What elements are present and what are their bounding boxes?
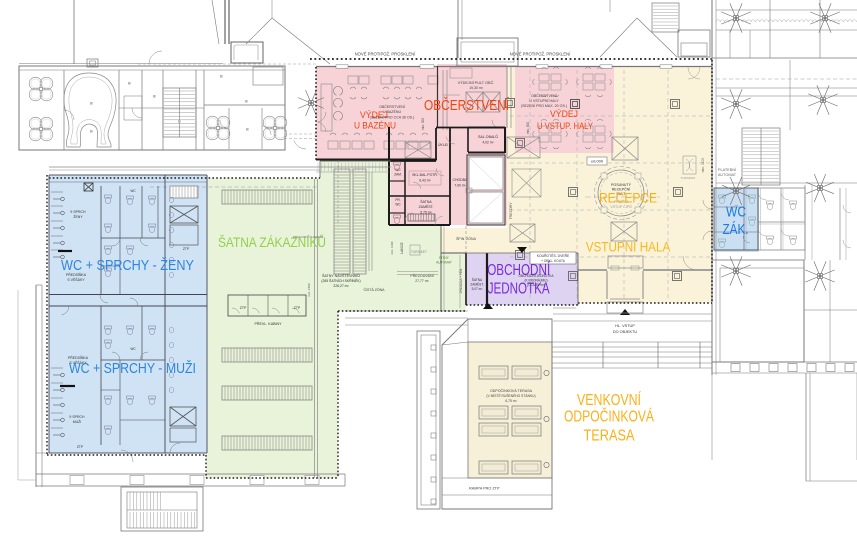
svg-text:PROVOZNÍ CHODNÍK: PROVOZNÍ CHODNÍK: [293, 235, 323, 239]
svg-text:±0,000: ±0,000: [591, 159, 604, 164]
svg-text:RAMPA PRO ZTP: RAMPA PRO ZTP: [469, 487, 500, 491]
svg-text:KOUŘOTĚS. DVEŘE: KOUŘOTĚS. DVEŘE: [537, 253, 570, 258]
svg-text:PULT: PULT: [617, 192, 627, 196]
svg-text:NOVÉ PROTIPOŽ. PROSKLENÍ: NOVÉ PROTIPOŽ. PROSKLENÍ: [510, 52, 572, 57]
svg-text:WC: WC: [395, 168, 401, 172]
svg-text:NOVÉ PROTIPOŽ. PROSKLENÍ: NOVÉ PROTIPOŽ. PROSKLENÍ: [355, 52, 417, 57]
svg-text:U BAZÉNU: U BAZÉNU: [383, 109, 402, 114]
svg-text:U BAZÉNU: U BAZÉNU: [354, 121, 396, 132]
svg-text:AUTOMAT: AUTOMAT: [718, 173, 737, 177]
svg-text:VSTUP ČIPŮ: VSTUP ČIPŮ: [610, 204, 632, 209]
svg-text:TERASA: TERASA: [584, 428, 636, 445]
svg-text:(CCA 25 m²): (CCA 25 m²): [527, 283, 545, 287]
svg-text:7,90 m²: 7,90 m²: [454, 184, 466, 188]
svg-text:PŘEVL. KABINY: PŘEVL. KABINY: [255, 321, 283, 326]
svg-text:WC + SPRCHY - ŽENY: WC + SPRCHY - ŽENY: [61, 257, 194, 274]
svg-text:(SEZENÍ PRO CCA 36 OS.): (SEZENÍ PRO CCA 36 OS.): [370, 116, 415, 120]
svg-text:VÝDEJ: VÝDEJ: [360, 110, 388, 121]
svg-text:VÝDEJ: VÝDEJ: [550, 109, 578, 120]
svg-text:SKL.BAL.POTŘ.: SKL.BAL.POTŘ.: [412, 172, 438, 177]
svg-text:min. 1100: min. 1100: [701, 158, 705, 173]
svg-text:TREZORY: TREZORY: [509, 202, 513, 220]
svg-text:ČISTÁ ZÓNA: ČISTÁ ZÓNA: [363, 287, 385, 292]
svg-text:+ OBKL. KOUTA: + OBKL. KOUTA: [541, 259, 566, 263]
svg-text:ŠATNA ZÁKAZNÍKŮ: ŠATNA ZÁKAZNÍKŮ: [218, 235, 326, 250]
svg-text:(K PRONÁJMU): (K PRONÁJMU): [524, 279, 547, 283]
svg-text:(V MÍSTĚ RUŠENÉHO STÁNKU): (V MÍSTĚ RUŠENÉHO STÁNKU): [486, 393, 535, 398]
svg-text:U VSTUPNÍ HALY: U VSTUPNÍ HALY: [529, 99, 559, 103]
svg-text:ŠATNY NÁVŠTĚVNÍKŮ: ŠATNY NÁVŠTĚVNÍKŮ: [322, 273, 360, 278]
svg-text:ŠPIN. ZÓNA: ŠPIN. ZÓNA: [456, 236, 477, 241]
svg-text:min. 300: min. 300: [421, 118, 425, 130]
svg-text:6,75 m²: 6,75 m²: [505, 399, 517, 403]
svg-text:min. 1500: min. 1500: [307, 283, 311, 297]
svg-text:TURNIKET: TURNIKET: [681, 176, 696, 180]
svg-text:PRODEJ: PRODEJ: [614, 200, 629, 204]
svg-text:PŘEDSÍŇKA: PŘEDSÍŇKA: [66, 272, 87, 277]
svg-text:min. 1100: min. 1100: [390, 241, 394, 254]
svg-text:PLATEBNÍ: PLATEBNÍ: [718, 168, 737, 172]
svg-text:ŽENY: ŽENY: [73, 214, 83, 219]
svg-text:27,77 m²: 27,77 m²: [415, 279, 429, 283]
svg-text:ZRCADLA + FÉN: ZRCADLA + FÉN: [458, 268, 463, 293]
svg-text:JEDNOTKA: JEDNOTKA: [488, 281, 551, 298]
svg-text:U VSTUP. HALY: U VSTUP. HALY: [537, 121, 594, 132]
svg-text:VÝDEJNÍ PULT OBČ.: VÝDEJNÍ PULT OBČ.: [458, 80, 495, 85]
svg-text:RECEPČNÍ: RECEPČNÍ: [612, 187, 631, 192]
svg-text:OBČERSTVENÍ: OBČERSTVENÍ: [424, 97, 510, 114]
svg-text:5,07 m²: 5,07 m²: [472, 287, 483, 291]
svg-text:S VĚŠÁKY: S VĚŠÁKY: [69, 360, 87, 365]
svg-text:MUŽI: MUŽI: [73, 419, 82, 424]
svg-text:5,75 m²: 5,75 m²: [420, 211, 432, 215]
svg-text:TURNIKET: TURNIKET: [411, 250, 427, 254]
svg-text:ÚKLID: ÚKLID: [438, 142, 449, 147]
svg-text:S VĚŠÁKY: S VĚŠÁKY: [67, 277, 85, 282]
svg-text:ZTP: ZTP: [183, 247, 190, 251]
svg-text:PITNÝ: PITNÝ: [439, 256, 450, 260]
svg-text:ODPOČINKOVÁ TERASA: ODPOČINKOVÁ TERASA: [490, 388, 533, 393]
svg-text:PR.: PR.: [395, 198, 400, 202]
svg-text:OBCHODNÍ JEDNOTKA: OBCHODNÍ JEDNOTKA: [518, 274, 554, 278]
svg-text:(265 ŠATNÍCH SKŘÍNĚK): (265 ŠATNÍCH SKŘÍNĚK): [321, 278, 360, 283]
svg-text:19,30 m²: 19,30 m²: [469, 86, 484, 90]
svg-text:OBČERSTVENÍ: OBČERSTVENÍ: [531, 93, 557, 98]
svg-text:ZTP: ZTP: [77, 445, 84, 449]
svg-text:4,02 m²: 4,02 m²: [482, 141, 494, 145]
svg-text:ZAMĚST.: ZAMĚST.: [470, 282, 484, 287]
svg-text:ŠATNA: ŠATNA: [420, 199, 432, 204]
svg-text:ZÁK.: ZÁK.: [723, 221, 749, 238]
svg-text:VSTUPNÍ HALA: VSTUPNÍ HALA: [586, 240, 671, 255]
svg-text:ODPOČINKOVÁ: ODPOČINKOVÁ: [564, 409, 655, 426]
svg-text:ZAM.: ZAM.: [394, 173, 402, 177]
svg-text:SAL.OBALŮ: SAL.OBALŮ: [478, 134, 498, 139]
svg-text:OBČERSTVENÍ: OBČERSTVENÍ: [379, 104, 405, 109]
svg-text:WC: WC: [726, 205, 746, 221]
svg-text:ZTP: ZTP: [294, 306, 301, 310]
svg-text:DO OBJEKTU: DO OBJEKTU: [613, 330, 638, 334]
svg-text:WC + SPRCHY - MUŽI: WC + SPRCHY - MUŽI: [69, 360, 196, 377]
svg-text:LAVICE: LAVICE: [400, 241, 404, 253]
svg-text:HL. VSTUP: HL. VSTUP: [615, 324, 635, 328]
svg-text:226,27 m²: 226,27 m²: [333, 284, 349, 288]
svg-text:9 SPRCH: 9 SPRCH: [69, 415, 85, 419]
svg-text:PŘEZOUVÁNÍ: PŘEZOUVÁNÍ: [410, 273, 433, 278]
svg-text:ZAMĚST.: ZAMĚST.: [419, 204, 434, 209]
svg-text:WC: WC: [130, 189, 136, 193]
svg-text:VENKOVNÍ: VENKOVNÍ: [577, 392, 642, 409]
svg-text:PŘEDSÍŇKA: PŘEDSÍŇKA: [68, 355, 89, 360]
svg-text:WC: WC: [130, 347, 136, 351]
svg-text:RECEPCE: RECEPCE: [599, 190, 657, 206]
svg-text:OBCHODNÍ: OBCHODNÍ: [487, 262, 551, 279]
svg-text:WC: WC: [395, 203, 401, 207]
svg-text:min. 300: min. 300: [526, 122, 530, 134]
svg-text:ŠATNA: ŠATNA: [472, 277, 483, 282]
svg-text:6,43 m²: 6,43 m²: [419, 179, 431, 183]
svg-text:ZTP: ZTP: [240, 306, 247, 310]
svg-text:POSUNUTÝ: POSUNUTÝ: [611, 183, 632, 187]
svg-text:9 SPRCH: 9 SPRCH: [70, 210, 86, 214]
svg-text:(SEZENÍ PRO MAX. 20 OS.): (SEZENÍ PRO MAX. 20 OS.): [521, 104, 567, 108]
svg-text:CHODBA: CHODBA: [453, 178, 469, 182]
